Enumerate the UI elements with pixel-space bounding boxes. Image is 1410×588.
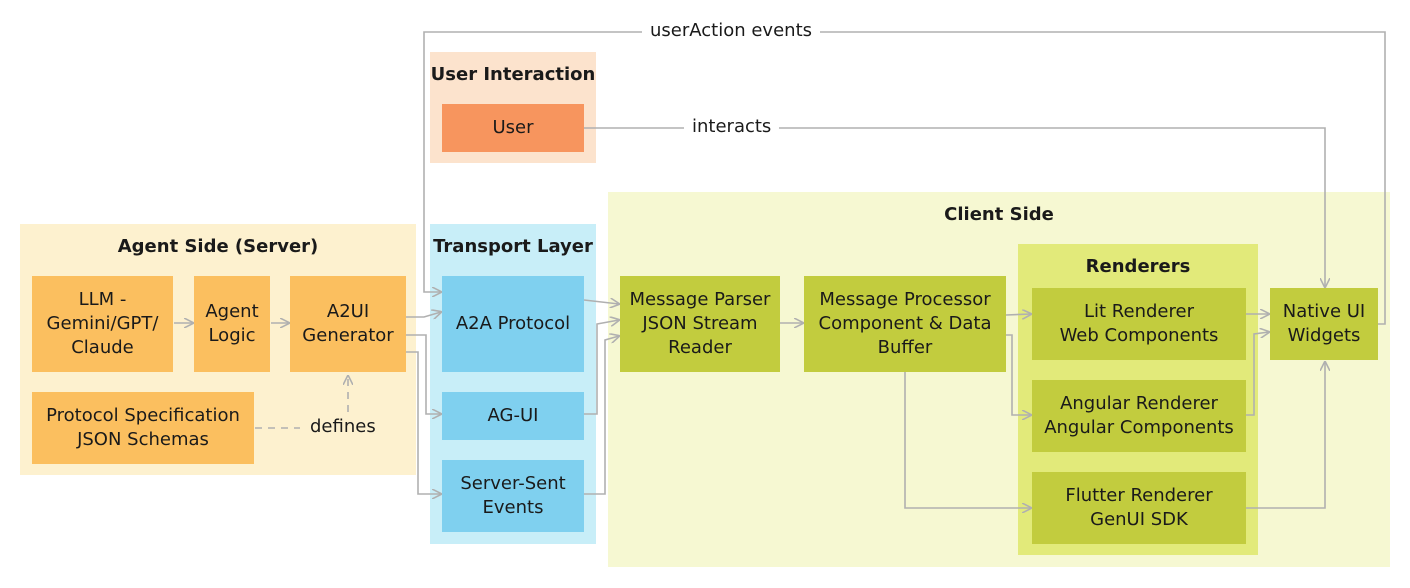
edge-flutter-native <box>1246 362 1325 509</box>
edge-processor-lit <box>1005 314 1031 315</box>
transport-layer-title: Transport Layer <box>433 236 593 257</box>
edge-generator-a2a <box>406 312 441 317</box>
edge-interacts <box>584 127 1325 287</box>
node-llm: LLM -Gemini/GPT/Claude <box>32 276 173 372</box>
edge-user-action <box>423 31 1386 325</box>
node-a2a-protocol: A2A Protocol <box>442 276 584 372</box>
edge-sse-parser <box>584 336 619 495</box>
label-user-action-events: userAction events <box>642 20 820 42</box>
edge-generator-agui <box>406 334 441 414</box>
edge-a2a-parser <box>583 300 619 304</box>
agent-side-title: Agent Side (Server) <box>117 236 319 257</box>
node-user: User <box>442 104 584 152</box>
edge-angular-native <box>1246 332 1269 416</box>
client-side-region: Client Side <box>608 192 1390 567</box>
node-ag-ui: AG-UI <box>442 392 584 440</box>
edge-generator-sse <box>406 351 441 494</box>
label-defines: defines <box>302 416 384 438</box>
user-interaction-title: User Interaction <box>430 64 596 85</box>
edge-processor-flutter <box>904 372 1031 508</box>
edge-agui-parser <box>584 320 619 415</box>
client-side-title: Client Side <box>944 204 1054 225</box>
edge-processor-angular <box>1006 334 1031 415</box>
renderers-title: Renderers <box>1085 256 1191 277</box>
label-interacts: interacts <box>684 116 780 138</box>
